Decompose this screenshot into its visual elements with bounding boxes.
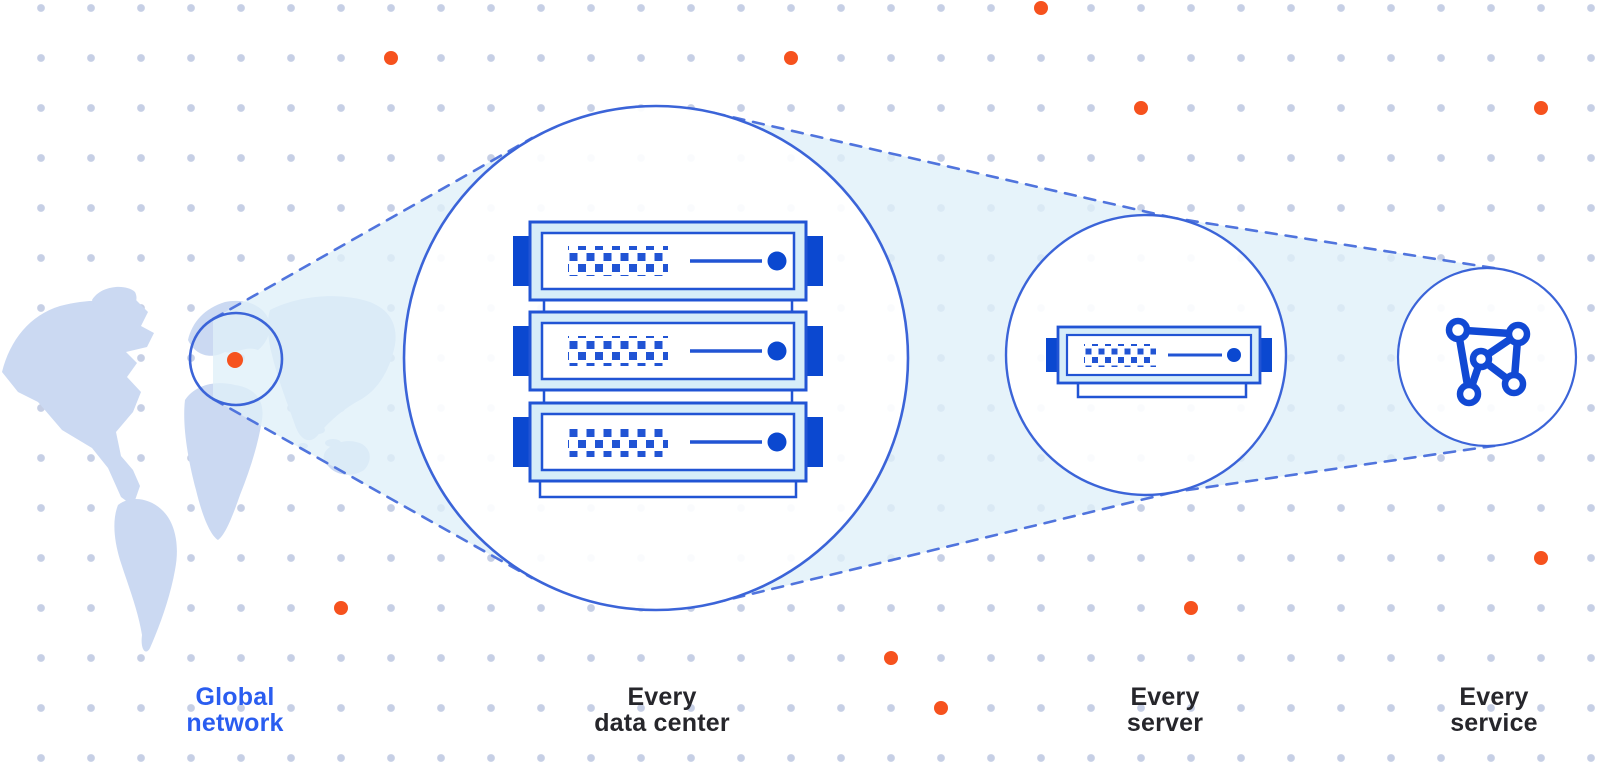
location-marker-dot: [227, 352, 243, 368]
network-graph-icon: [1445, 317, 1531, 407]
server-led-dot: [1227, 348, 1241, 362]
beam-server-to-service: [1167, 217, 1500, 493]
server-led-matrix: [568, 427, 668, 457]
server-unit: [513, 401, 823, 483]
server-rack-icon: [513, 220, 823, 499]
map-south-america: [114, 498, 177, 652]
zoom-dashed-lines: [211, 111, 1502, 605]
server-led-dot: [767, 341, 787, 361]
map-greenland: [92, 286, 137, 317]
server-led-matrix: [1084, 344, 1156, 367]
server-unit: [513, 310, 823, 392]
server-unit: [513, 220, 823, 302]
orange-accent-dots: [227, 1, 1548, 715]
server-led-dot: [767, 251, 787, 271]
zoom-beams: [213, 113, 1500, 603]
server-led-dot: [767, 432, 787, 452]
beam-datacenter-to-server: [714, 113, 1178, 603]
single-server-icon: [1046, 325, 1272, 399]
beam-map-to-datacenter: [213, 138, 532, 578]
map-africa: [184, 383, 263, 540]
server-led-matrix: [568, 336, 668, 366]
server-led-matrix: [568, 246, 668, 276]
map-north-america: [2, 300, 154, 506]
zoom-circle-map: [188, 311, 284, 407]
